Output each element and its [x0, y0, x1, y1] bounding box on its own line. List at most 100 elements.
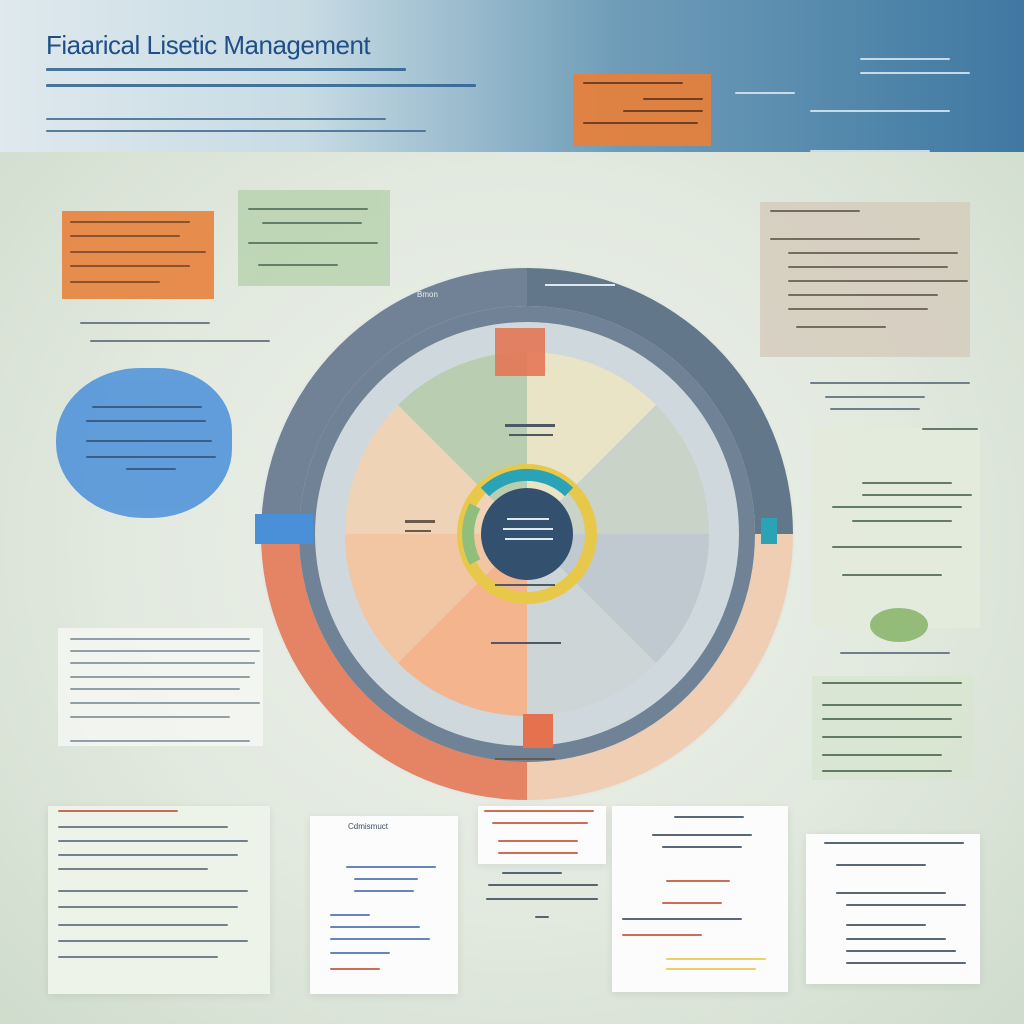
header-line [860, 72, 970, 74]
text-line [90, 340, 270, 342]
callout-line [623, 110, 703, 112]
doc-line [58, 810, 178, 812]
card-line [92, 406, 202, 408]
text-line [486, 898, 598, 900]
card-line [70, 638, 250, 640]
hub-line [507, 518, 549, 520]
hub-line [503, 528, 553, 530]
card-line [70, 688, 240, 690]
card-line [70, 702, 260, 704]
wedge-lower-left [398, 534, 527, 717]
left-text-card [58, 628, 263, 746]
card-line [788, 294, 938, 296]
card-line [86, 420, 206, 422]
doc-line [498, 840, 578, 842]
doc-line [836, 892, 946, 894]
doc-line [58, 890, 248, 892]
card-line [70, 281, 160, 283]
header-callout-card [573, 74, 711, 146]
wedge-bottom [527, 534, 656, 717]
card-line [832, 546, 962, 548]
doc-line [330, 968, 380, 970]
right-lower-card [812, 676, 974, 780]
ring-line [545, 284, 615, 286]
page-title: Fiaarical Lisetic Management [46, 30, 371, 60]
ring-segment-peach [527, 534, 793, 800]
doc-line [58, 924, 228, 926]
doc-line [346, 866, 436, 868]
card-line [862, 482, 952, 484]
card-line [788, 308, 928, 310]
doc-line [58, 854, 238, 856]
card-line [822, 682, 962, 684]
doc-line [330, 914, 370, 916]
wedge-line [495, 584, 555, 586]
doc-line [662, 846, 742, 848]
tab-left-blue [255, 514, 313, 544]
wheel-outer-label: Bmon [417, 290, 438, 299]
doc-line [846, 962, 966, 964]
doc-line [58, 826, 228, 828]
card-line [842, 574, 942, 576]
doc-line [622, 934, 702, 936]
doc-line [330, 952, 390, 954]
header-line [500, 152, 558, 154]
wedge-line [405, 520, 435, 523]
inner-ring-teal [480, 468, 574, 497]
wedge-line [405, 530, 431, 532]
doc-line [666, 880, 730, 882]
wedge-right [527, 405, 710, 534]
callout-line [643, 98, 703, 100]
card-line [258, 264, 338, 266]
doc-line [846, 924, 926, 926]
doc-line [498, 852, 578, 854]
ring-segment-slate [527, 268, 793, 534]
doc-line [674, 816, 744, 818]
card-line [770, 238, 920, 240]
left-orange-card [62, 211, 214, 299]
wedge-line [509, 434, 553, 436]
left-blue-card [56, 368, 232, 518]
header-line [735, 92, 795, 94]
doc-line [58, 868, 208, 870]
doc-line [330, 926, 420, 928]
bottom-doc-3-header [478, 806, 606, 864]
subtitle-line [46, 118, 386, 120]
card-line [832, 506, 962, 508]
subtitle-line [46, 130, 426, 132]
card-line [70, 650, 260, 652]
card-line [796, 326, 886, 328]
card-line [86, 456, 216, 458]
wedge-upper-left [344, 405, 527, 534]
text-line [80, 322, 210, 324]
card-line [70, 265, 190, 267]
card-line [852, 520, 952, 522]
card-line [822, 770, 952, 772]
header-banner: Fiaarical Lisetic Management [0, 0, 1024, 154]
card-line [862, 494, 972, 496]
text-line [502, 872, 562, 874]
doc-line [622, 918, 742, 920]
right-beige-card [760, 202, 970, 357]
bottom-doc-2: Cdmismuct [310, 816, 458, 994]
card-line [922, 428, 978, 430]
card-line [822, 736, 962, 738]
doc-line [354, 878, 418, 880]
tab-right-teal [761, 518, 777, 544]
wedge-line [505, 424, 555, 427]
doc-line [58, 906, 238, 908]
subtitle-line [46, 84, 476, 87]
doc-line [58, 940, 248, 942]
text-line [830, 408, 920, 410]
card-line [86, 440, 212, 442]
doc-line [652, 834, 752, 836]
doc-line [58, 840, 248, 842]
doc-line [330, 938, 430, 940]
card-line [70, 740, 250, 742]
card-line [770, 210, 860, 212]
header-line [810, 110, 950, 112]
subtitle-line [46, 68, 406, 71]
card-line [248, 208, 368, 210]
doc-line [58, 956, 218, 958]
doc-line [846, 904, 966, 906]
